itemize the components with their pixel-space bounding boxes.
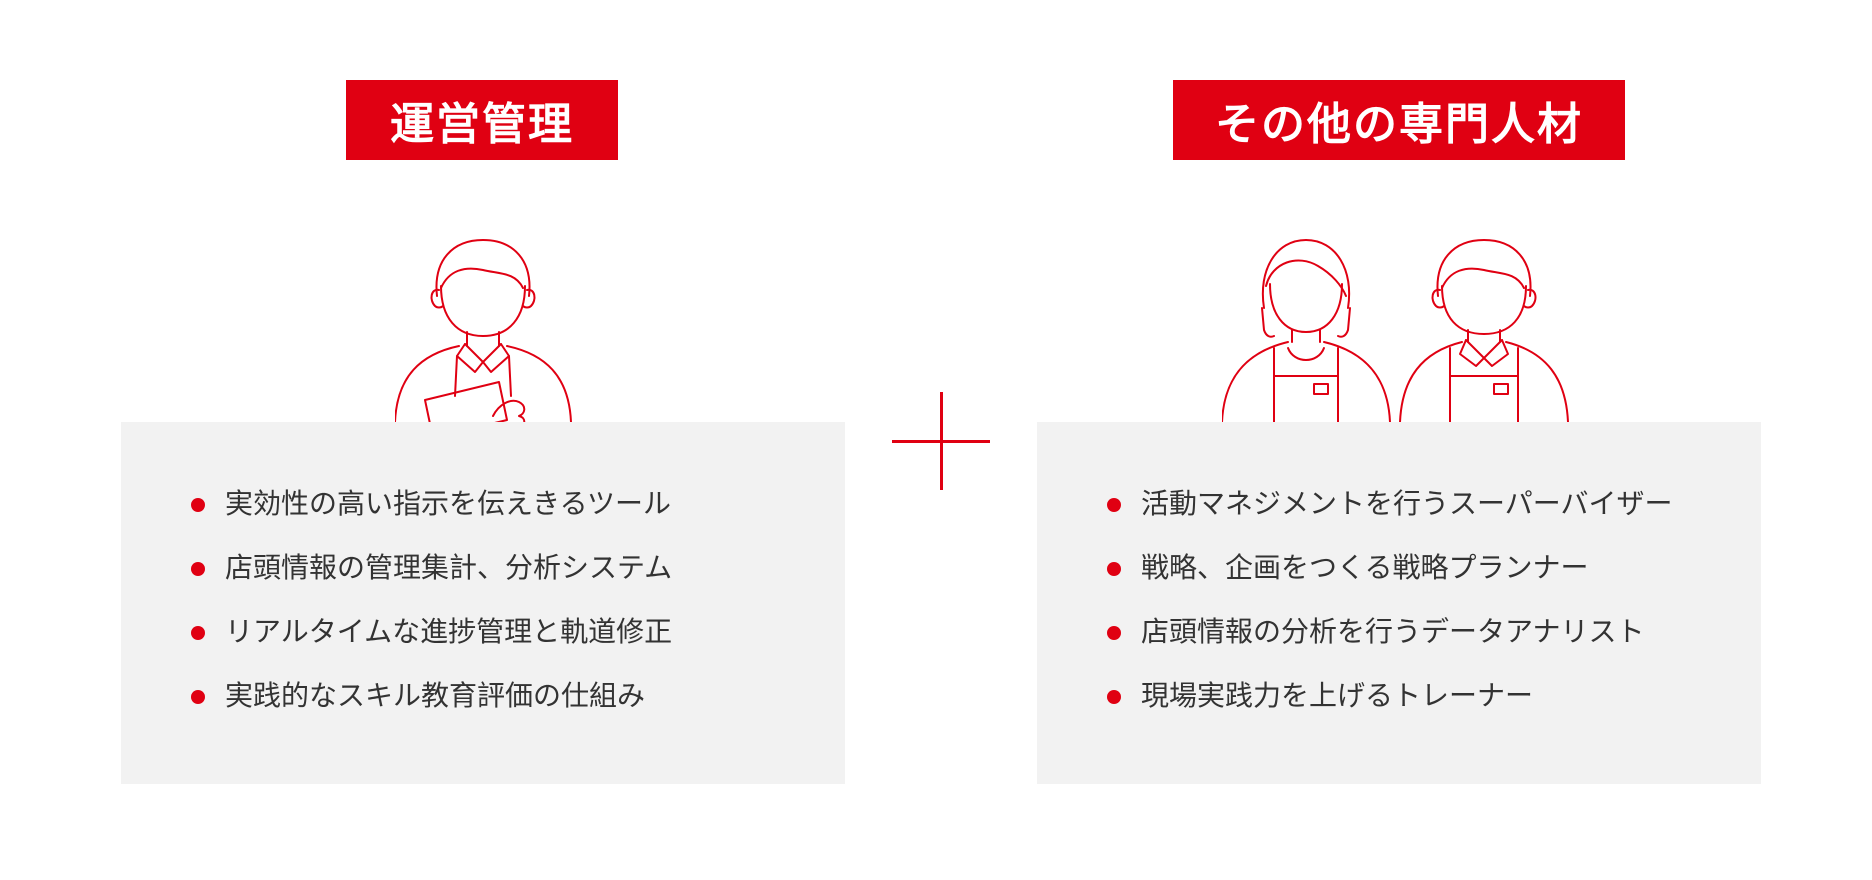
plus-vertical-bar: [940, 392, 943, 490]
operations-management-list: 実効性の高い指示を伝えきるツール 店頭情報の管理集計、分析システム リアルタイム…: [191, 484, 672, 740]
list-item: 活動マネジメントを行うスーパーバイザー: [1107, 484, 1672, 548]
list-item-text: リアルタイムな進捗管理と軌道修正: [225, 615, 673, 648]
list-item-text: 実践的なスキル教育評価の仕組み: [225, 679, 646, 712]
list-item: 戦略、企画をつくる戦略プランナー: [1107, 548, 1672, 612]
list-item: 現場実践力を上げるトレーナー: [1107, 676, 1672, 740]
list-item: 店頭情報の管理集計、分析システム: [191, 548, 672, 612]
list-item: 実践的なスキル教育評価の仕組み: [191, 676, 672, 740]
list-item-text: 店頭情報の管理集計、分析システム: [225, 551, 673, 584]
two-staff-persons-icon: [1221, 226, 1582, 430]
bullet-icon: [191, 562, 205, 576]
manager-person-icon: [394, 226, 575, 450]
bullet-icon: [191, 498, 205, 512]
bullet-icon: [1107, 690, 1121, 704]
bullet-icon: [191, 690, 205, 704]
list-item-text: 戦略、企画をつくる戦略プランナー: [1141, 551, 1589, 584]
list-item-text: 現場実践力を上げるトレーナー: [1141, 679, 1534, 712]
list-item: 店頭情報の分析を行うデータアナリスト: [1107, 612, 1672, 676]
list-item: リアルタイムな進捗管理と軌道修正: [191, 612, 672, 676]
other-specialists-list: 活動マネジメントを行うスーパーバイザー 戦略、企画をつくる戦略プランナー 店頭情…: [1107, 484, 1672, 740]
plus-icon: [892, 392, 990, 490]
title-operations-management: 運営管理: [346, 80, 618, 160]
bullet-icon: [191, 626, 205, 640]
list-item-text: 活動マネジメントを行うスーパーバイザー: [1141, 487, 1673, 520]
bullet-icon: [1107, 562, 1121, 576]
operations-management-panel: 実効性の高い指示を伝えきるツール 店頭情報の管理集計、分析システム リアルタイム…: [121, 422, 845, 784]
bullet-icon: [1107, 498, 1121, 512]
other-specialists-panel: 活動マネジメントを行うスーパーバイザー 戦略、企画をつくる戦略プランナー 店頭情…: [1037, 422, 1761, 784]
bullet-icon: [1107, 626, 1121, 640]
list-item-text: 実効性の高い指示を伝えきるツール: [225, 487, 672, 520]
list-item: 実効性の高い指示を伝えきるツール: [191, 484, 672, 548]
list-item-text: 店頭情報の分析を行うデータアナリスト: [1141, 615, 1645, 648]
title-other-specialists: その他の専門人材: [1173, 80, 1625, 160]
